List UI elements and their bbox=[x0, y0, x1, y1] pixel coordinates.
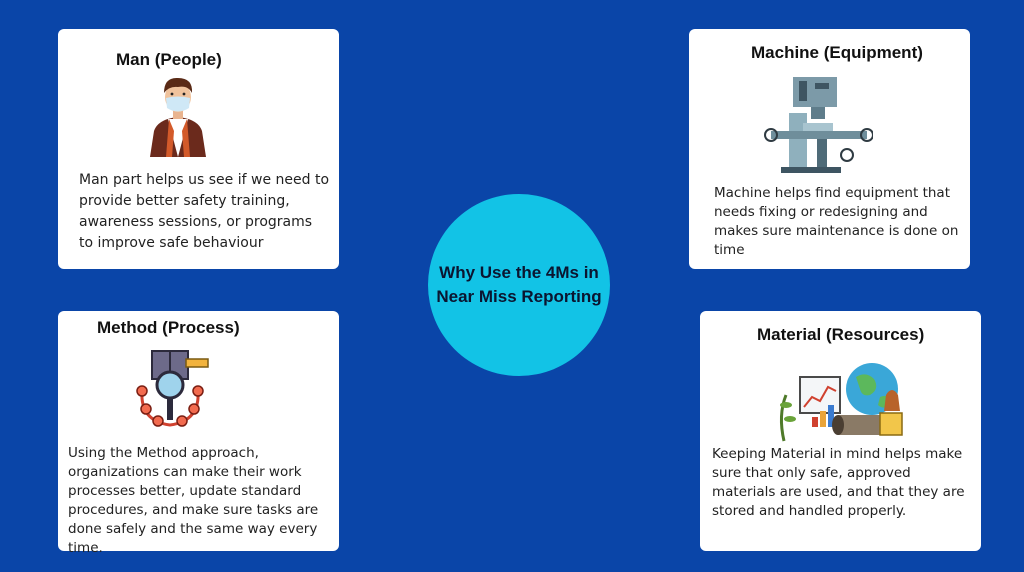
material-card-title: Material (Resources) bbox=[757, 325, 925, 344]
man-card: Man (People) Man part helps us see if we… bbox=[58, 29, 339, 269]
material-card: Material (Resources) Keeping Material in… bbox=[700, 311, 981, 551]
machine-card: Machine (Equipment) Machine helps find e… bbox=[689, 29, 970, 269]
man-card-title: Man (People) bbox=[116, 50, 222, 69]
process-magnifier-icon bbox=[136, 350, 209, 427]
method-card: Method (Process) Using the Method approa… bbox=[58, 311, 339, 556]
milling-machine-icon bbox=[764, 77, 873, 173]
machine-card-title: Machine (Equipment) bbox=[751, 43, 923, 62]
material-card-text: Keeping Material in mind helps make sure… bbox=[712, 446, 965, 519]
masked-worker-icon bbox=[150, 77, 206, 157]
resources-globe-icon bbox=[779, 363, 903, 442]
center-circle: Why Use the 4Ms in Near Miss Reporting bbox=[428, 194, 610, 376]
machine-card-text: Machine helps find equipment that needs … bbox=[714, 185, 959, 258]
center-title: Why Use the 4Ms in Near Miss Reporting bbox=[436, 263, 602, 306]
method-card-text: Using the Method approach, organizations… bbox=[68, 445, 319, 556]
method-card-title: Method (Process) bbox=[97, 318, 240, 337]
man-card-text: Man part helps us see if we need to prov… bbox=[79, 172, 330, 251]
